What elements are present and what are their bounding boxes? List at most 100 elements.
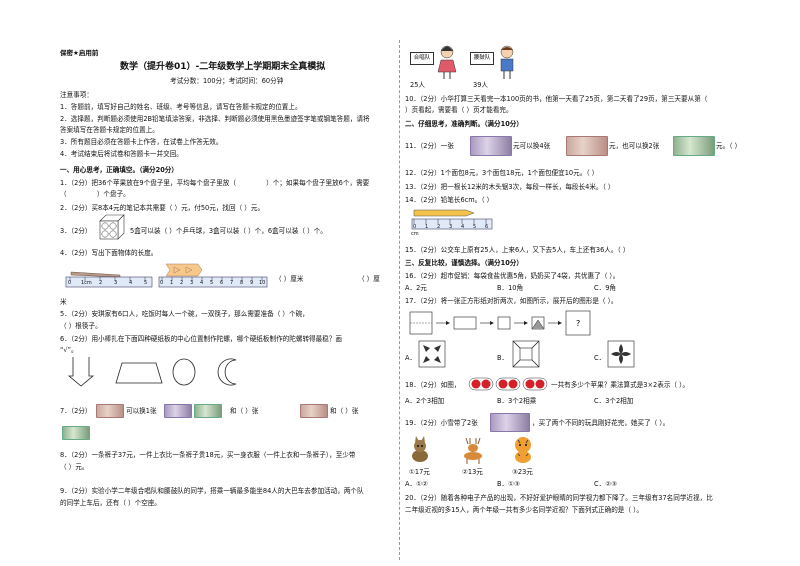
- question-8: 8．（2分）一条裤子37元，一件上衣比一条裤子贵18元，买一身衣服（一件上衣和一…: [60, 451, 356, 459]
- question-9-cont: 的同学上车后，还有（ ）个空座。: [60, 499, 162, 507]
- question-9: 9．（2分）实验小学二年级合唱队和腰鼓队的同学，搭乘一辆最多能坐84人的大巴车去…: [60, 487, 364, 495]
- option-b[interactable]: B．①③: [497, 480, 520, 488]
- option-c[interactable]: C．9角: [594, 284, 616, 292]
- question-1-cont: （ ）个盘子。: [60, 190, 130, 199]
- option-c[interactable]: C．3个2相加: [594, 397, 634, 405]
- ruler-tick-label: 4: [129, 280, 133, 286]
- ruler-tick-label: 5: [144, 280, 148, 286]
- question-7-text: 和（ ）张: [330, 407, 359, 415]
- fold-result-b-icon: [512, 340, 540, 368]
- notice-item: 3．所有题目必须在答题卡上作答，在试卷上作答无效。: [60, 138, 223, 146]
- ruler-tick-label: 1: [425, 224, 429, 230]
- ruler-tick-label: 3: [449, 224, 453, 230]
- question-19-label: 19．（2分）小雪带了2张: [405, 419, 478, 427]
- question-17: 17．（2分）将一张正方形纸对折两次，如图所示，展开后的图形是（ ）。: [405, 297, 618, 305]
- ruler-tick-label: 6: [220, 280, 224, 286]
- question-11-text: 元，也可以换2张: [609, 142, 660, 150]
- question-8-cont: （ ）元。: [60, 463, 89, 471]
- ruler-tick-label: 2: [180, 280, 184, 286]
- pingpong-box-icon: [98, 213, 126, 241]
- question-7-label: 7．（2分）: [60, 407, 92, 415]
- option-b[interactable]: B．10角: [497, 284, 524, 292]
- option-c[interactable]: C．②③: [594, 480, 618, 488]
- question-15: 15．（2分）公交车上原有25人，上来6人，又下去5人，车上还有36人。（ ）: [405, 246, 630, 254]
- girl-icon: [436, 44, 458, 80]
- ruler-tick-label: 6: [485, 224, 489, 230]
- ruler-with-tape: [158, 262, 270, 288]
- q4-answer-b-cont: 米: [60, 298, 67, 306]
- option-a[interactable]: A．2个3相加: [405, 397, 445, 405]
- fold-result-c-icon: [607, 340, 635, 368]
- question-13: 13．（2分）把一根长12米的木头锯3次，每段一样长，每段长4米。（ ）: [405, 183, 615, 191]
- ruler-tick-label: 5: [210, 280, 214, 286]
- ruler-tick-label: 2: [99, 280, 103, 286]
- ruler-with-nail: [65, 262, 155, 288]
- option-b[interactable]: B．: [497, 354, 509, 362]
- option-a[interactable]: A．①②: [405, 480, 428, 488]
- option-b[interactable]: B．3个2相乘: [497, 397, 537, 405]
- question-18-label: 18．（2分）如图，: [405, 381, 461, 389]
- secret-label: 保密★启用前: [60, 49, 99, 57]
- people-count: 25人: [410, 81, 425, 89]
- question-7-text: 可以换1张: [126, 407, 157, 415]
- score-info: 考试分数：100分；考试时间：60分钟: [170, 77, 284, 85]
- question-10-cont: ）页看起，需要看（ ）页才能看完。: [405, 106, 513, 114]
- boy-icon: [496, 44, 518, 80]
- option-c[interactable]: C．: [594, 354, 606, 362]
- ruler-tick-label: 0: [413, 224, 417, 230]
- question-text: 1．（2分）把36个苹果放在9个盘子里，平均每个盘子里放（: [60, 179, 236, 187]
- q4-answer-b: （ ）厘: [358, 275, 380, 283]
- question-6-cont: “√”。: [60, 346, 78, 354]
- question-3: 5盒可以装（ ）个乒乓球，3盒可以装（ ）个，6盒可以装（ ）个。: [130, 227, 327, 235]
- toy-price-label: ③23元: [512, 468, 533, 476]
- banknote-icon: [470, 136, 512, 156]
- option-a[interactable]: A．2元: [405, 284, 427, 292]
- ruler-tick-label: 3: [190, 280, 194, 286]
- fold-result-a-icon: [418, 340, 446, 368]
- banknote-icon: [566, 136, 608, 156]
- people-count: 39人: [473, 81, 488, 89]
- question-text: ）个盘子。: [96, 190, 130, 198]
- column-divider: [399, 40, 400, 560]
- svg-text:?: ?: [576, 319, 580, 328]
- question-16: 16．（2分）超市促销：每袋食盐优惠5角，奶奶买了4袋，共优惠了（ ）。: [405, 272, 620, 280]
- question-4: 4．（2分）写出下面物体的长度。: [60, 249, 158, 257]
- question-14: 14．（2分）铅笔长6cm。（ ）: [405, 196, 494, 204]
- ruler-tick-label: 5: [473, 224, 477, 230]
- cat-toy-icon: [406, 436, 434, 464]
- question-6: 6．（2分）用小棒扎在下面四种硬纸板的中心位置制作陀螺，哪个硬纸板制作的陀螺转得…: [60, 335, 343, 343]
- notice-item: 4．考试结束后将试卷和答题卡一并交回。: [60, 150, 183, 158]
- question-20: 20．（2分）随着各种电子产品的出现，不好好爱护眼睛的同学视力都下降了。三年级有…: [405, 494, 713, 502]
- question-11-text: 元可以换4张: [513, 142, 551, 150]
- circle-shape-icon: [172, 358, 196, 386]
- notice-item: 2．选择题，判断题必须使用2B铅笔填涂答案，非选择、判断题必须使用黑色墨迹签字笔…: [60, 115, 370, 123]
- ruler-tick-label: 10: [259, 280, 266, 286]
- banknote-icon: [490, 413, 530, 432]
- badge-drum: 腰鼓队: [470, 52, 494, 65]
- deer-toy-icon: [458, 436, 488, 464]
- apple-groups: [468, 376, 548, 392]
- option-a[interactable]: A．: [405, 354, 417, 362]
- question-7-text: 和（ ）张: [230, 407, 259, 415]
- ruler-tick-label: 9: [250, 280, 254, 286]
- page-title: 数学（提升卷01）-二年级数学上学期期末全真模拟: [120, 62, 326, 72]
- section-heading: 三、反复比较，谨慎选择。（满分10分）: [405, 259, 523, 267]
- pencil-ruler: [410, 206, 495, 238]
- question-19-text: ，买了两个不同的玩具刚好花完，她买了（ ）。: [532, 419, 670, 427]
- question-5: 5．（2分）安琪家有6口人，吃饭时每人一个碗，一双筷子，那么需要准备（ ）个碗，: [60, 310, 309, 318]
- question-10: 10．（2分）小华打算三天看完一本100页的书，他第一天看了25页，第二天看了2…: [405, 95, 708, 103]
- ruler-unit: cm: [411, 231, 419, 237]
- question-text: ）个；如果每个盘子里放6个，需要: [266, 179, 370, 187]
- question-5-cont: （ ）根筷子。: [60, 322, 102, 330]
- banknote-icon: [164, 404, 192, 418]
- question-text: （: [60, 190, 67, 198]
- toy-price-label: ②13元: [462, 468, 483, 476]
- banknote-icon: [194, 404, 222, 418]
- question-1: 1．（2分）把36个苹果放在9个盘子里，平均每个盘子里放（ ）个；如果每个盘子里…: [60, 179, 370, 188]
- section-heading: 一、用心思考，正确填空。（满分20分）: [60, 166, 178, 174]
- banknote-icon: [96, 404, 124, 418]
- notice-item: 1．答题前，填写好自己的姓名、班级、考号等信息，请写在答题卡规定的位置上。: [60, 103, 302, 111]
- badge-choir: 合唱队: [410, 52, 434, 65]
- ruler-tick-label: 1cm: [81, 280, 92, 286]
- ruler-tick-label: 4: [461, 224, 465, 230]
